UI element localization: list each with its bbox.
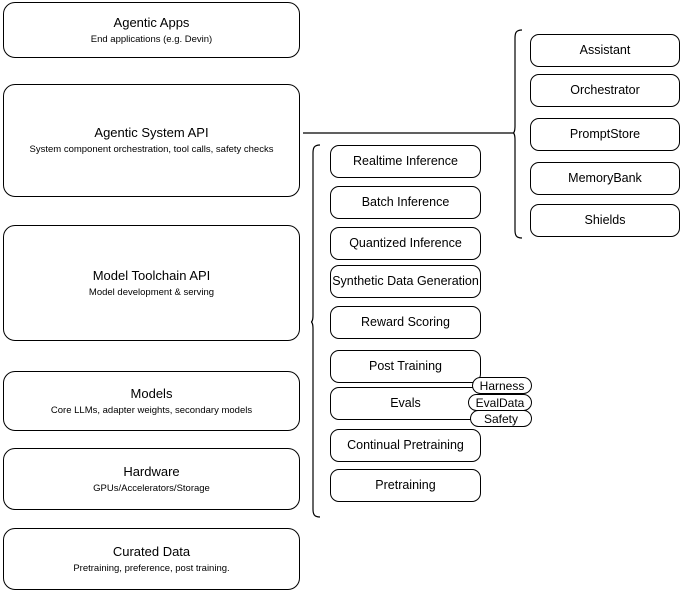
component-label: PromptStore (569, 127, 641, 141)
component-label: Quantized Inference (349, 236, 462, 250)
layer-title: Hardware (123, 463, 180, 479)
component-realtime-inference[interactable]: Realtime Inference (330, 145, 481, 178)
layer-models[interactable]: Models Core LLMs, adapter weights, secon… (3, 371, 300, 431)
layer-hardware[interactable]: Hardware GPUs/Accelerators/Storage (3, 448, 300, 510)
component-label: Realtime Inference (353, 154, 458, 168)
component-orchestrator[interactable]: Orchestrator (530, 74, 680, 107)
layer-subtitle: GPUs/Accelerators/Storage (93, 482, 210, 494)
evals-subcomponent-evaldata[interactable]: EvalData (468, 394, 532, 411)
evals-subcomponent-harness[interactable]: Harness (472, 377, 532, 394)
layer-title: Agentic System API (94, 125, 209, 140)
component-label: Reward Scoring (361, 315, 450, 329)
evals-subcomponent-safety[interactable]: Safety (470, 410, 532, 427)
component-label: Evals (390, 396, 421, 410)
layer-curated-data[interactable]: Curated Data Pretraining, preference, po… (3, 528, 300, 590)
component-promptstore[interactable]: PromptStore (530, 118, 680, 151)
component-assistant[interactable]: Assistant (530, 34, 680, 67)
component-label: Shields (584, 213, 626, 227)
pill-label: Safety (483, 411, 519, 426)
component-label: Continual Pretraining (347, 438, 464, 452)
layer-model-toolchain-api[interactable]: Model Toolchain API Model development & … (3, 225, 300, 341)
layer-subtitle: Core LLMs, adapter weights, secondary mo… (50, 404, 253, 416)
layer-title: Models (130, 385, 173, 401)
component-quantized-inference[interactable]: Quantized Inference (330, 227, 481, 260)
component-memorybank[interactable]: MemoryBank (530, 162, 680, 195)
layer-agentic-apps[interactable]: Agentic Apps End applications (e.g. Devi… (3, 2, 300, 58)
component-synthetic-data-generation[interactable]: Synthetic Data Generation (330, 265, 481, 298)
component-label: MemoryBank (568, 171, 642, 185)
component-label: Post Training (369, 359, 442, 373)
component-label: Orchestrator (570, 83, 640, 97)
layer-subtitle: Pretraining, preference, post training. (73, 562, 230, 574)
layer-title: Curated Data (112, 543, 191, 559)
pill-label: EvalData (475, 395, 525, 410)
component-evals[interactable]: Evals (330, 387, 481, 420)
layer-subtitle: System component orchestration, tool cal… (29, 144, 274, 155)
layer-subtitle: Model development & serving (88, 286, 215, 298)
component-continual-pretraining[interactable]: Continual Pretraining (330, 429, 481, 462)
component-reward-scoring[interactable]: Reward Scoring (330, 306, 481, 339)
component-label: Assistant (579, 43, 631, 57)
component-label: Pretraining (375, 478, 436, 492)
layer-title: Model Toolchain API (92, 267, 211, 283)
pill-label: Harness (479, 378, 525, 393)
component-label: Synthetic Data Generation (332, 274, 479, 288)
component-label: Batch Inference (361, 195, 450, 209)
layer-agentic-system-api[interactable]: Agentic System API System component orch… (3, 84, 300, 197)
layer-title: Agentic Apps (113, 14, 190, 30)
component-shields[interactable]: Shields (530, 204, 680, 237)
layer-subtitle: End applications (e.g. Devin) (90, 33, 213, 45)
component-post-training[interactable]: Post Training (330, 350, 481, 383)
component-pretraining[interactable]: Pretraining (330, 469, 481, 502)
component-batch-inference[interactable]: Batch Inference (330, 186, 481, 219)
